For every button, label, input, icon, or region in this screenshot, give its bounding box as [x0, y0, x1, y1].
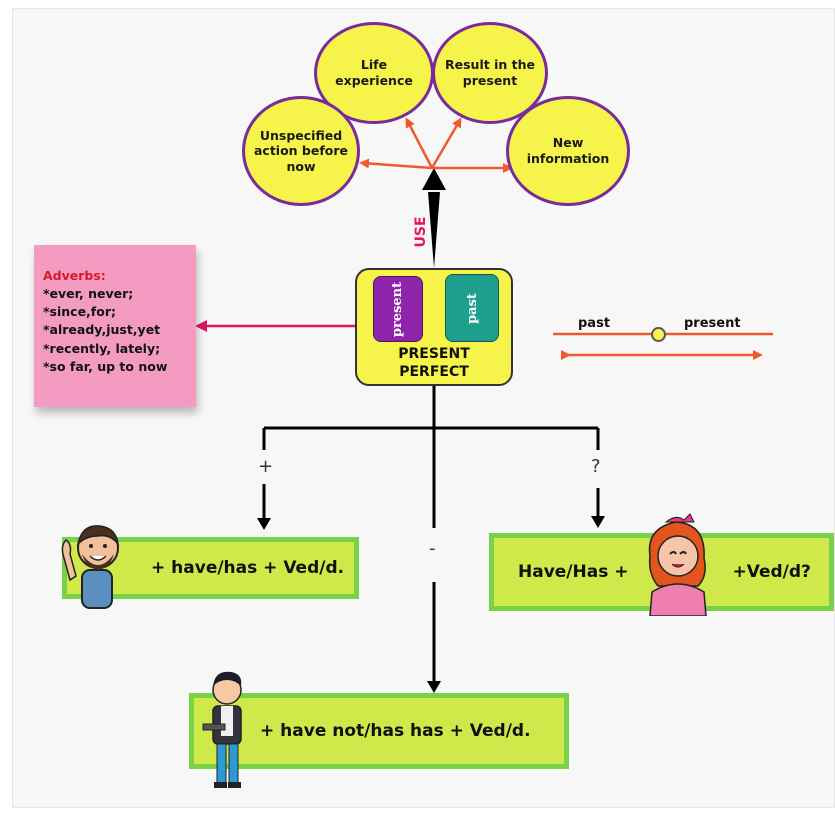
negative-formula: + have not/has has + Ved/d.: [260, 721, 531, 741]
present-perfect-box: present past PRESENT PERFECT: [355, 268, 513, 386]
negative-formula-box: + have not/has has + Ved/d.: [189, 693, 569, 769]
use-bubble-unspecified-action: Unspecified action before now: [242, 96, 360, 206]
center-title-line1: PRESENT: [398, 346, 470, 362]
adverb-item: *since,for;: [43, 304, 116, 320]
timeline-past-label: past: [578, 316, 611, 331]
use-label: USE: [413, 216, 429, 248]
positive-formula: + have/has + Ved/d.: [151, 558, 345, 578]
timeline-now-dot: [651, 327, 666, 342]
adverb-item: *recently, lately;: [43, 340, 161, 356]
man-with-tablet-illustration: [202, 671, 242, 788]
use-arrow: [428, 192, 440, 268]
adverb-item: *so far, up to now: [43, 358, 168, 374]
diagram-canvas: [12, 8, 835, 808]
arrow-to-unspecified: [359, 158, 433, 170]
center-title-line2: PERFECT: [399, 364, 469, 380]
question-formula-right: +Ved/d?: [732, 562, 811, 582]
timeline-present-label: present: [684, 316, 741, 331]
arrow-to-life: [405, 117, 434, 169]
adverb-item: *already,just,yet: [43, 322, 161, 338]
present-tag: present: [373, 276, 423, 342]
adverbs-title: Adverbs:: [43, 268, 106, 283]
past-tag-text: past: [464, 292, 480, 324]
arrow-to-result: [430, 117, 462, 169]
present-tag-text: present: [390, 281, 406, 337]
use-arrow-head: [422, 168, 446, 190]
positive-symbol: +: [258, 456, 274, 477]
question-formula-left: Have/Has +: [518, 562, 629, 582]
adverbs-sticky-note: Adverbs: *ever, never; *since,for; *alre…: [34, 245, 196, 407]
adverb-item: *ever, never;: [43, 286, 134, 302]
use-bubble-new-information: New information: [506, 96, 630, 206]
negative-symbol: -: [429, 538, 436, 559]
use-bubble-life-experience: Life experience: [314, 22, 434, 124]
woman-illustration: [648, 513, 707, 616]
past-tag: past: [445, 274, 499, 342]
use-bubble-result-present: Result in the present: [432, 22, 548, 124]
question-symbol: ?: [591, 456, 601, 477]
man-waving-illustration: [61, 525, 120, 609]
